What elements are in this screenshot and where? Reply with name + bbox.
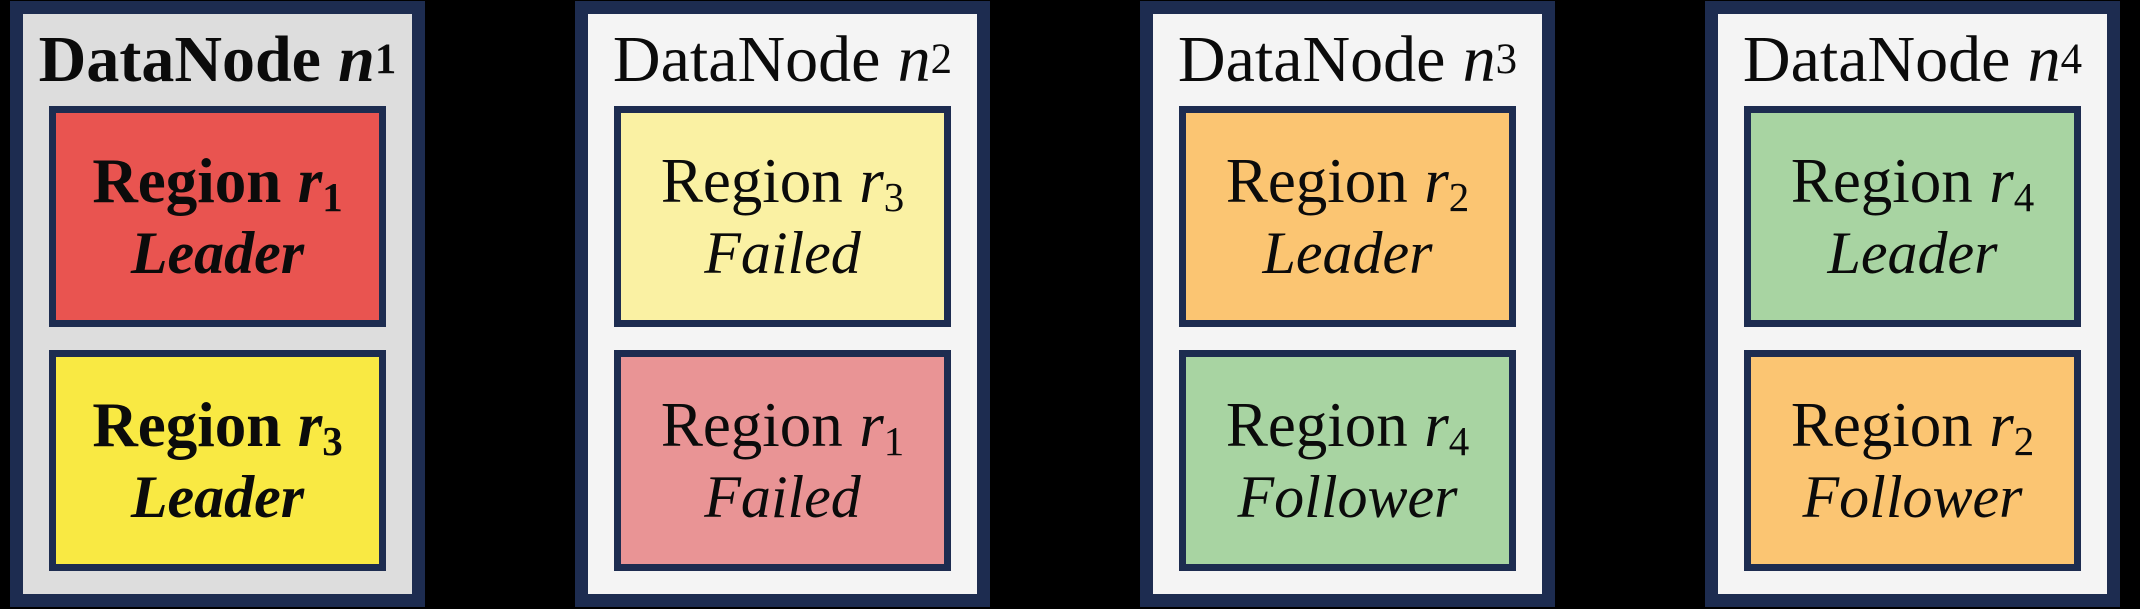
datanode-name: DataNode	[38, 23, 321, 96]
node-variable: n	[897, 23, 931, 96]
region-status: Follower	[1802, 464, 2023, 531]
region-subscript: 1	[883, 419, 905, 465]
region-subscript: 3	[883, 175, 905, 221]
region-word: Region	[92, 146, 282, 217]
region-status: Leader	[130, 464, 305, 531]
region-status: Failed	[704, 220, 861, 287]
region-word: Region	[660, 390, 843, 461]
region-word: Region	[1790, 390, 1973, 461]
region-word: Region	[660, 146, 843, 217]
datanode-name: DataNode	[612, 23, 881, 96]
node-variable: n	[338, 23, 375, 96]
region-variable: r	[1989, 146, 2014, 217]
region-status: Failed	[704, 464, 861, 531]
region-subscript: 4	[1448, 419, 1470, 465]
region-variable: r	[859, 146, 884, 217]
region-word: Region	[1790, 146, 1973, 217]
region-variable: r	[1989, 390, 2014, 461]
datanode-name: DataNode	[1177, 23, 1446, 96]
node-variable: n	[1462, 23, 1496, 96]
region-word: Region	[92, 390, 282, 461]
region-status: Follower	[1237, 464, 1458, 531]
region-subscript: 2	[2013, 419, 2035, 465]
region-word: Region	[1225, 390, 1408, 461]
region-subscript: 3	[322, 419, 343, 465]
region-status: Leader	[1262, 220, 1433, 287]
region-status: Leader	[1827, 220, 1998, 287]
region-variable: r	[297, 146, 323, 217]
region-variable: r	[297, 390, 323, 461]
region-subscript: 2	[1448, 175, 1470, 221]
region-subscript: 1	[322, 175, 343, 221]
region-status: Leader	[130, 220, 305, 287]
region-variable: r	[1424, 390, 1449, 461]
datanode-name: DataNode	[1742, 23, 2011, 96]
region-subscript: 4	[2013, 175, 2035, 221]
node-variable: n	[2027, 23, 2061, 96]
region-word: Region	[1225, 146, 1408, 217]
region-variable: r	[1424, 146, 1449, 217]
region-variable: r	[859, 390, 884, 461]
